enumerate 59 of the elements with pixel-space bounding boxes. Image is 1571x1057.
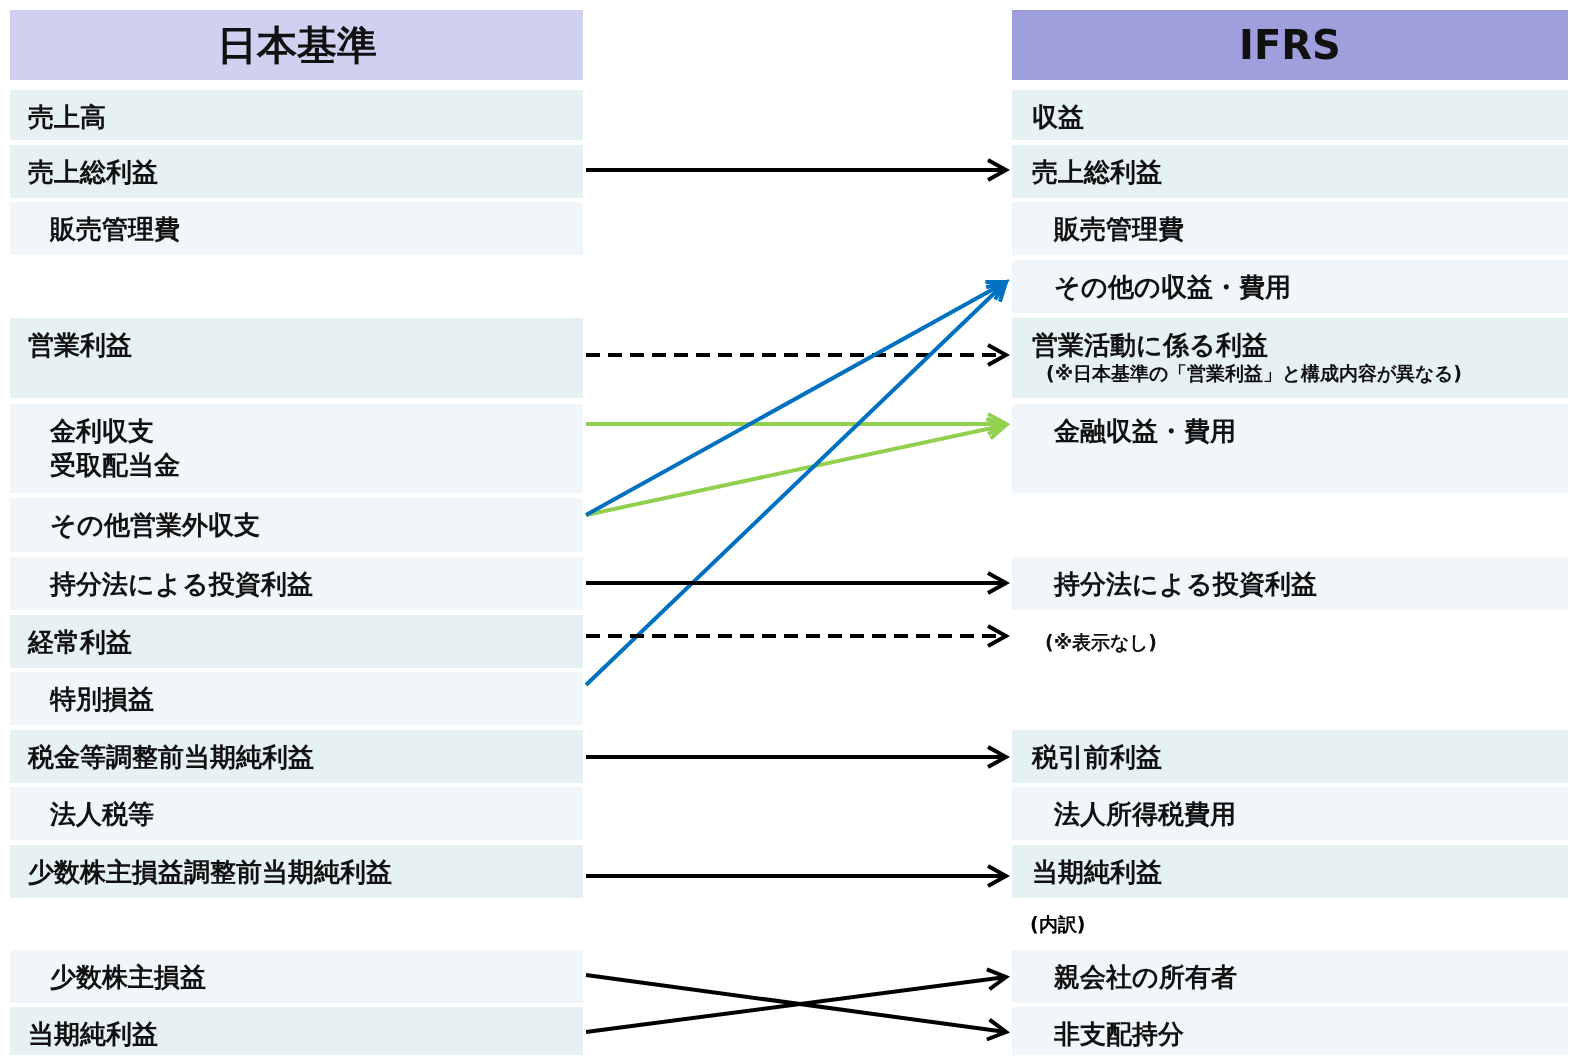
row-band	[10, 1007, 583, 1055]
row-label: 法人所得税費用	[1054, 798, 1237, 831]
column-header	[10, 10, 583, 80]
header-text: IFRS	[1238, 21, 1342, 70]
row-label: 販売管理費	[1054, 213, 1185, 246]
row-label: 税引前利益	[1032, 741, 1163, 774]
row-label: 売上高	[28, 101, 107, 134]
row-band	[10, 90, 583, 140]
row-band	[10, 145, 583, 198]
row-band	[10, 318, 583, 398]
row-label: 売上総利益	[28, 156, 159, 189]
arrow	[585, 280, 1008, 517]
row-band	[10, 615, 583, 668]
arrow	[586, 412, 1008, 436]
row-label: 営業活動に係る利益	[1032, 329, 1269, 362]
arrow	[586, 864, 1008, 888]
row-label: その他の収益・費用	[1054, 271, 1292, 304]
note-text: (※表示なし)	[1045, 631, 1158, 653]
row-band	[10, 672, 583, 725]
arrow	[586, 571, 1008, 595]
column-header	[1012, 10, 1568, 80]
row-label: 特別損益	[50, 683, 155, 716]
note-text: (内訳)	[1030, 912, 1086, 937]
arrow	[586, 343, 1008, 367]
arrow	[585, 967, 1008, 1034]
row-band	[10, 730, 583, 783]
arrow	[585, 973, 1008, 1042]
row-label: 売上総利益	[1032, 156, 1163, 189]
row-label: 当期純利益	[28, 1018, 159, 1051]
arrow	[586, 624, 1008, 648]
row-label: 受取配当金	[50, 449, 181, 482]
header-text: 日本基準	[215, 21, 378, 70]
row-label: 税金等調整前当期純利益	[28, 741, 315, 774]
row-label: 当期純利益	[1032, 856, 1163, 889]
row-label: 金利収支	[50, 415, 155, 448]
arrow	[586, 158, 1008, 182]
row-band	[10, 845, 583, 898]
row-band	[1012, 145, 1568, 198]
row-label: 金融収益・費用	[1054, 415, 1237, 448]
arrow	[584, 280, 1008, 687]
row-label: 営業利益	[28, 329, 133, 362]
arrow	[586, 745, 1008, 769]
row-label: 親会社の所有者	[1054, 961, 1238, 994]
row-band	[1012, 318, 1568, 398]
row-label: その他営業外収支	[50, 509, 261, 542]
row-label: 少数株主損益	[50, 961, 207, 994]
row-band	[1012, 90, 1568, 140]
row-label: 経常利益	[28, 626, 133, 659]
arrow	[585, 417, 1008, 517]
row-label: 収益	[1032, 101, 1085, 134]
row-label: 販売管理費	[50, 213, 181, 246]
row-band	[1012, 730, 1568, 783]
row-label: 法人税等	[50, 798, 155, 831]
row-band	[1012, 845, 1568, 898]
note-text: (※日本基準の「営業利益」と構成内容が異なる)	[1045, 362, 1463, 384]
row-label: 非支配持分	[1054, 1018, 1185, 1051]
row-label: 少数株主損益調整前当期純利益	[28, 856, 393, 889]
row-label: 持分法による投資利益	[1054, 568, 1318, 601]
row-label: 持分法による投資利益	[50, 568, 314, 601]
